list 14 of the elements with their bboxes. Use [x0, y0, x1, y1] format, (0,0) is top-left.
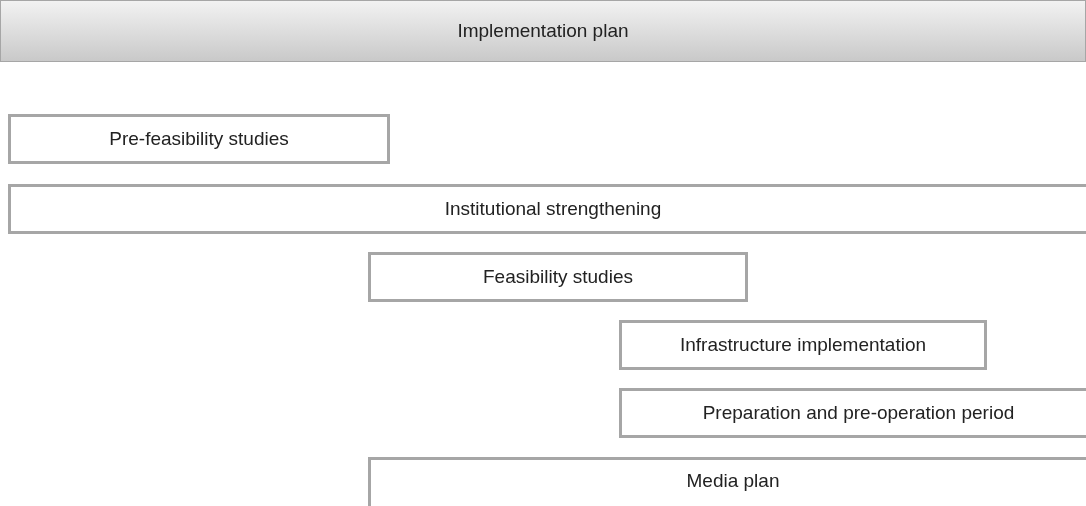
task-label: Feasibility studies [483, 266, 633, 288]
task-bar [619, 388, 1086, 438]
task-bar [8, 114, 390, 164]
task-label: Institutional strengthening [444, 198, 662, 220]
task-label: Infrastructure implementation [679, 334, 927, 356]
task-label: Pre-feasibility studies [109, 128, 289, 150]
task-bar [619, 320, 987, 370]
header-band [0, 0, 1086, 62]
task-label: Preparation and pre-operation period [702, 402, 1015, 424]
header-title: Implementation plan [457, 20, 629, 42]
task-label: Media plan [686, 470, 780, 492]
task-bar [368, 457, 1086, 506]
task-bar [8, 184, 1086, 234]
task-bar [368, 252, 748, 302]
